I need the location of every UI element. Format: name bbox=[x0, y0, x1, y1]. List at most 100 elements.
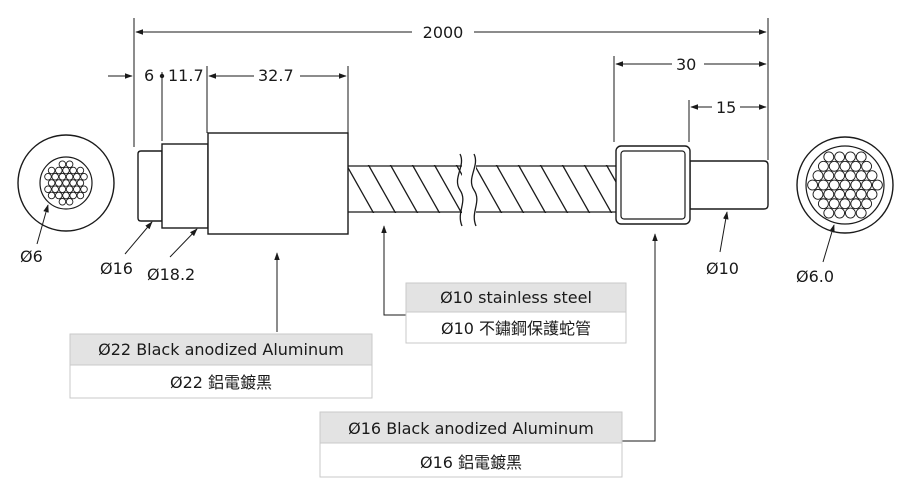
fiber-strand bbox=[55, 179, 63, 187]
fiber-strand bbox=[828, 198, 840, 210]
fiber-strand bbox=[62, 166, 70, 175]
fiber-strand bbox=[65, 185, 74, 194]
dimension-left-group: 6 11.7 32.7 bbox=[108, 66, 347, 85]
label-right-sleeve-en: Ø16 Black anodized Aluminum bbox=[348, 419, 594, 438]
label-left-sleeve-en: Ø22 Black anodized Aluminum bbox=[98, 340, 344, 359]
fiber-strand bbox=[58, 185, 67, 194]
fiber-strand bbox=[828, 160, 840, 172]
fiber-strand bbox=[844, 170, 856, 182]
fiber-strand bbox=[850, 160, 862, 172]
fiber-strand bbox=[844, 151, 856, 163]
fiber-strand bbox=[58, 197, 67, 206]
label-tube: Ø10 stainless steel Ø10 不鏽鋼保護蛇管 bbox=[405, 282, 627, 344]
dimension-overall-length: 2000 bbox=[135, 23, 767, 42]
fiber-strand bbox=[65, 172, 74, 181]
left-section-diameter: Ø6 bbox=[20, 247, 43, 266]
fiber-strand bbox=[834, 207, 846, 219]
fiber-strand bbox=[839, 198, 851, 210]
label-right-sleeve-zh: Ø16 鋁電鍍黑 bbox=[420, 453, 522, 472]
assembly-right-parts bbox=[615, 145, 769, 225]
fiber-strand bbox=[850, 198, 862, 210]
diameter-leaders: Ø16 Ø18.2 Ø10 bbox=[100, 211, 739, 284]
fiber-strand bbox=[823, 151, 835, 163]
label-left-sleeve: Ø22 Black anodized Aluminum Ø22 鋁電鍍黑 bbox=[69, 333, 373, 399]
fiber-strand bbox=[828, 179, 840, 191]
fiber-strand bbox=[866, 170, 878, 182]
fiber-strand bbox=[76, 166, 85, 175]
tip-diameter-text: Ø16 bbox=[100, 259, 133, 278]
fiber-strand bbox=[823, 207, 835, 219]
fiber-strand bbox=[861, 160, 873, 172]
fiber-strand bbox=[817, 160, 829, 172]
right-section-diameter: Ø6.0 bbox=[796, 267, 834, 286]
fiber-strand bbox=[844, 207, 856, 219]
overall-length-text: 2000 bbox=[423, 23, 464, 42]
fiber-strand bbox=[51, 185, 59, 194]
fiber-strand bbox=[823, 170, 835, 182]
left-sleeve bbox=[207, 132, 349, 235]
fiber-strand bbox=[73, 185, 81, 194]
dim-dot bbox=[159, 73, 165, 79]
label-tube-en: Ø10 stainless steel bbox=[440, 288, 592, 307]
fiber-strand bbox=[807, 179, 819, 191]
fiber-strand bbox=[844, 188, 856, 200]
fiber-strand bbox=[47, 179, 56, 187]
right-tip bbox=[689, 160, 769, 210]
right-tip-diameter-text: Ø10 bbox=[706, 259, 739, 278]
fiber-strand bbox=[817, 198, 829, 210]
fiber-strand bbox=[855, 151, 867, 163]
fiber-strand bbox=[73, 172, 81, 181]
fiber-strand bbox=[812, 188, 824, 200]
fiber-strand bbox=[855, 207, 867, 219]
fiber-strand bbox=[812, 170, 824, 182]
left-cross-section: Ø6 bbox=[17, 134, 115, 266]
fiber-strand bbox=[855, 188, 867, 200]
fiber-strand bbox=[76, 179, 85, 187]
collar-diameter-text: Ø18.2 bbox=[147, 265, 195, 284]
fiber-strand bbox=[65, 160, 74, 169]
label-tube-zh: Ø10 不鏽鋼保護蛇管 bbox=[441, 319, 591, 338]
fiber-strand bbox=[47, 191, 56, 200]
label-left-sleeve-zh: Ø22 鋁電鍍黑 bbox=[170, 373, 272, 392]
fiber-strand bbox=[69, 179, 77, 187]
fiber-strand bbox=[47, 166, 56, 175]
break-marks bbox=[456, 153, 478, 227]
fiber-strand bbox=[834, 188, 846, 200]
fiber-strand bbox=[861, 179, 873, 191]
fiber-strand bbox=[855, 170, 867, 182]
fiber-strand bbox=[834, 170, 846, 182]
fiber-strand bbox=[839, 179, 851, 191]
fiber-strand bbox=[861, 198, 873, 210]
fiber-strand bbox=[871, 179, 883, 191]
left-collar bbox=[161, 143, 209, 229]
fiber-strand bbox=[44, 185, 52, 194]
fiber-strand bbox=[62, 191, 70, 200]
right-cross-section: Ø6.0 bbox=[796, 136, 894, 286]
fiber-strand bbox=[839, 160, 851, 172]
tube-left-segment bbox=[348, 165, 462, 213]
label-leaders bbox=[274, 225, 658, 442]
assembly-left-parts bbox=[137, 132, 349, 235]
label-right-sleeve: Ø16 Black anodized Aluminum Ø16 鋁電鍍黑 bbox=[319, 411, 623, 478]
fiber-strand bbox=[69, 191, 77, 200]
fiber-strand bbox=[80, 172, 88, 181]
dimension-right-group: 30 15 bbox=[615, 55, 767, 117]
fiber-strand bbox=[76, 191, 85, 200]
fiber-strand bbox=[55, 191, 63, 200]
extension-lines bbox=[133, 18, 769, 160]
fiber-strand bbox=[823, 188, 835, 200]
fiber-strand bbox=[80, 185, 88, 194]
fiber-strand bbox=[65, 197, 74, 206]
fiber-strand bbox=[51, 172, 59, 181]
fiber-strand bbox=[850, 179, 862, 191]
tube-right-segment bbox=[476, 165, 620, 213]
fiber-strand bbox=[866, 188, 878, 200]
dim-6-text: 6 bbox=[144, 66, 154, 85]
fiber-strand bbox=[834, 151, 846, 163]
fiber-strand bbox=[817, 179, 829, 191]
dim-32-7-text: 32.7 bbox=[258, 66, 294, 85]
right-sleeve-inner bbox=[620, 150, 686, 220]
fiber-strand bbox=[58, 160, 67, 169]
dim-11-7-text: 11.7 bbox=[168, 66, 204, 85]
